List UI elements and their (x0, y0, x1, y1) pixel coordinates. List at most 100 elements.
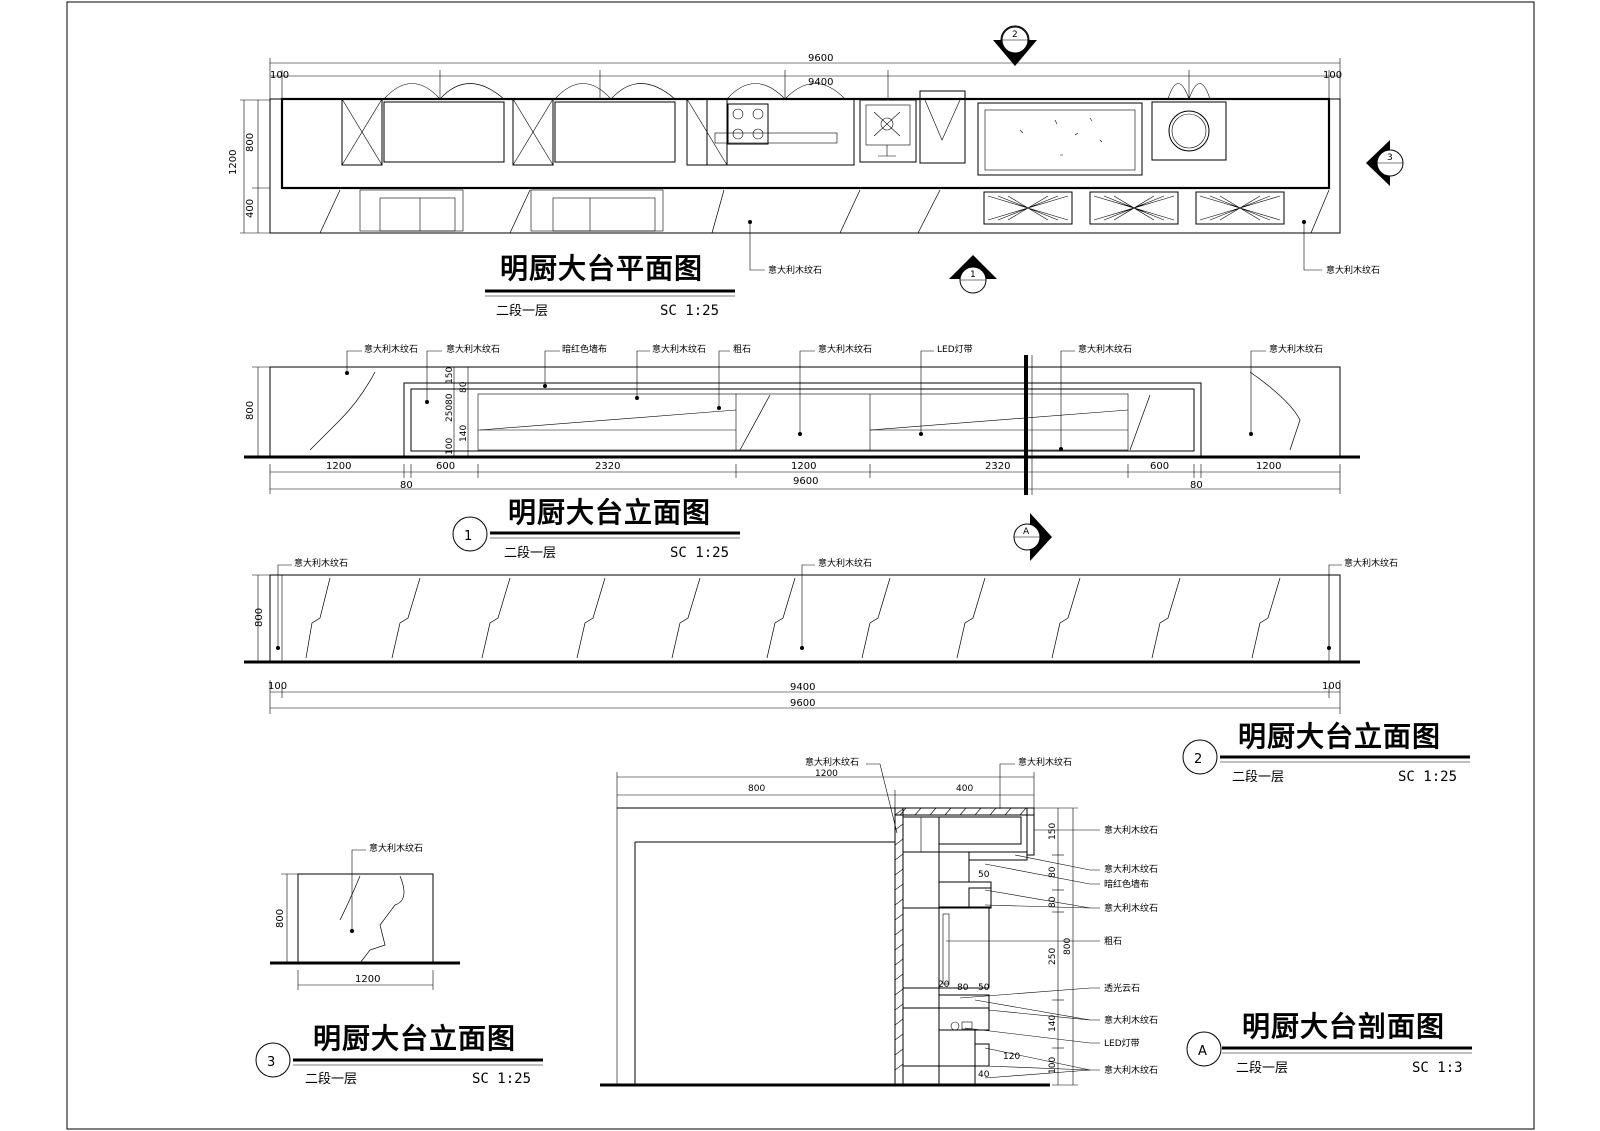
elev2-height: 800 (254, 608, 265, 627)
elev2-label-1: 意大利木纹石 (818, 557, 872, 569)
secA-label-6: 意大利木纹石 (1104, 1014, 1158, 1026)
secA-top-label: 意大利木纹石 (805, 756, 859, 768)
plan-dim-depth-total: 1200 (228, 150, 239, 175)
secA-label-8: 意大利木纹石 (1104, 1064, 1158, 1076)
plan-dim-inner: 9400 (808, 77, 833, 88)
elev1-scale: SC 1:25 (670, 545, 729, 561)
secA-number: A (1198, 1044, 1207, 1059)
elev1-label-1: 意大利木纹石 (446, 343, 500, 355)
secA-dim-40: 40 (978, 1070, 990, 1080)
elev1-label-8: 意大利木纹石 (1269, 343, 1323, 355)
elev1-section-marker: A (1023, 527, 1030, 537)
elev2-label-2: 意大利木纹石 (1344, 557, 1398, 569)
secA-dim-120: 120 (1003, 1052, 1020, 1062)
elev1-seg-4: 2320 (985, 461, 1010, 472)
elev1-dim-ticks (269, 464, 1341, 494)
elev1-label-0: 意大利木纹石 (364, 343, 418, 355)
secA-dim-left: 800 (748, 784, 765, 794)
elev1-vdim-0: 150 (445, 367, 455, 384)
elev3-title: 明厨大台立面图 (313, 1022, 516, 1055)
elev1-overall: 9600 (793, 476, 818, 487)
secA-label-1: 意大利木纹石 (1104, 863, 1158, 875)
plan-dim-depth-top: 800 (245, 133, 256, 152)
elev1-seg-2: 2320 (595, 461, 620, 472)
elev2-label-0: 意大利木纹石 (294, 557, 348, 569)
elev1-vdim-3: 250 (445, 405, 455, 422)
secA-dim-height: 800 (1063, 938, 1073, 955)
plan-title: 明厨大台平面图 (500, 252, 703, 285)
plan-dim-depth-bottom: 400 (245, 199, 256, 218)
elev2-dim-left: 100 (268, 681, 287, 692)
elev2-title: 明厨大台立面图 (1238, 720, 1441, 753)
elev1-gap-left: 80 (400, 480, 413, 491)
elev1-label-4: 粗石 (733, 343, 751, 355)
elev2-number: 2 (1194, 752, 1202, 767)
plan-woven-panels (983, 191, 1285, 225)
elev2-dim-inner: 9400 (790, 682, 815, 693)
elev1-leaders: 意大利木纹石 意大利木纹石 暗红色墙布 意大利木纹石 粗石 意大利木纹石 LED… (345, 343, 1323, 451)
section-a: 1200 800 400 (600, 756, 1472, 1087)
elev2-floor: 二段一层 (1232, 770, 1284, 785)
elev3-floor: 二段一层 (305, 1072, 357, 1087)
elev2-dim-right: 100 (1322, 681, 1341, 692)
elevation-2: 意大利木纹石 意大利木纹石 意大利木纹石 800 100 9400 100 96… (244, 557, 1470, 785)
elev1-vdim-5: 100 (445, 438, 455, 455)
secA-dim-v2: 80 (1048, 866, 1058, 878)
secA-dim-v6: 100 (1048, 1057, 1058, 1074)
elev3-number: 3 (267, 1055, 275, 1070)
elev1-seg-5: 600 (1150, 461, 1169, 472)
elev1-gap-right: 80 (1190, 480, 1203, 491)
secA-dim-right: 400 (956, 784, 973, 794)
secA-dim-v4: 250 (1048, 948, 1058, 965)
secA-dim-20: 20 (938, 980, 950, 990)
elev1-number: 1 (464, 529, 472, 544)
plan-label-0: 意大利木纹石 (768, 264, 822, 276)
elev1-seg-1: 600 (436, 461, 455, 472)
plan-dim-left: 100 (270, 70, 289, 81)
elev1-label-7: 意大利木纹石 (1078, 343, 1132, 355)
sheet-border (66, 1, 1535, 1130)
secA-title: 明厨大台剖面图 (1242, 1010, 1445, 1043)
elev1-seg-0: 1200 (326, 461, 351, 472)
secA-dim-80: 80 (957, 983, 969, 993)
elev1-label-6: LED灯带 (937, 344, 973, 355)
elev1-vdim-4: 140 (459, 425, 469, 442)
elev1-seg-6: 1200 (1256, 461, 1281, 472)
secA-label-2: 暗红色墙布 (1104, 878, 1149, 890)
elev1-floor: 二段一层 (504, 546, 556, 561)
secA-dim-v3: 80 (1048, 896, 1058, 908)
plan-view: 9600 9400 100 100 1200 800 400 (228, 25, 1404, 319)
secA-label-4: 粗石 (1104, 935, 1122, 947)
plan-label-1: 意大利木纹石 (1326, 264, 1380, 276)
secA-label-3: 意大利木纹石 (1104, 902, 1158, 914)
elev1-label-2: 暗红色墙布 (562, 343, 607, 355)
elev3-scale: SC 1:25 (472, 1071, 531, 1087)
elev3-width: 1200 (355, 974, 380, 985)
secA-top-label-right: 意大利木纹石 (1018, 756, 1072, 768)
plan-dim-right: 100 (1323, 70, 1342, 81)
elev1-seg-3: 1200 (791, 461, 816, 472)
plan-marker-top: 2 (1012, 30, 1018, 40)
elev1-label-5: 意大利木纹石 (818, 343, 872, 355)
elev1-height: 800 (245, 401, 256, 420)
marker-1-plan: 1 (949, 255, 997, 294)
secA-dim-v5: 140 (1048, 1015, 1058, 1032)
secA-dim-50b: 50 (978, 983, 990, 993)
elev3-label: 意大利木纹石 (369, 842, 423, 854)
secA-label-5: 透光云石 (1104, 982, 1140, 994)
plan-marker-bottom: 1 (970, 270, 976, 280)
secA-dim-v1: 150 (1048, 823, 1058, 840)
elev2-scale: SC 1:25 (1398, 769, 1457, 785)
plan-dim-overall: 9600 (808, 53, 833, 64)
elev3-height: 800 (275, 909, 286, 928)
plan-floor: 二段一层 (496, 304, 548, 319)
marker-2-top: 2 (993, 25, 1037, 66)
secA-label-7: LED灯带 (1104, 1038, 1140, 1049)
secA-dim-50a: 50 (978, 870, 990, 880)
marker-3-right: 3 (1366, 140, 1404, 186)
elev1-label-3: 意大利木纹石 (652, 343, 706, 355)
elev1-title: 明厨大台立面图 (508, 496, 711, 529)
plan-marker-right: 3 (1387, 153, 1393, 163)
marker-A-elev: A (1013, 513, 1052, 561)
